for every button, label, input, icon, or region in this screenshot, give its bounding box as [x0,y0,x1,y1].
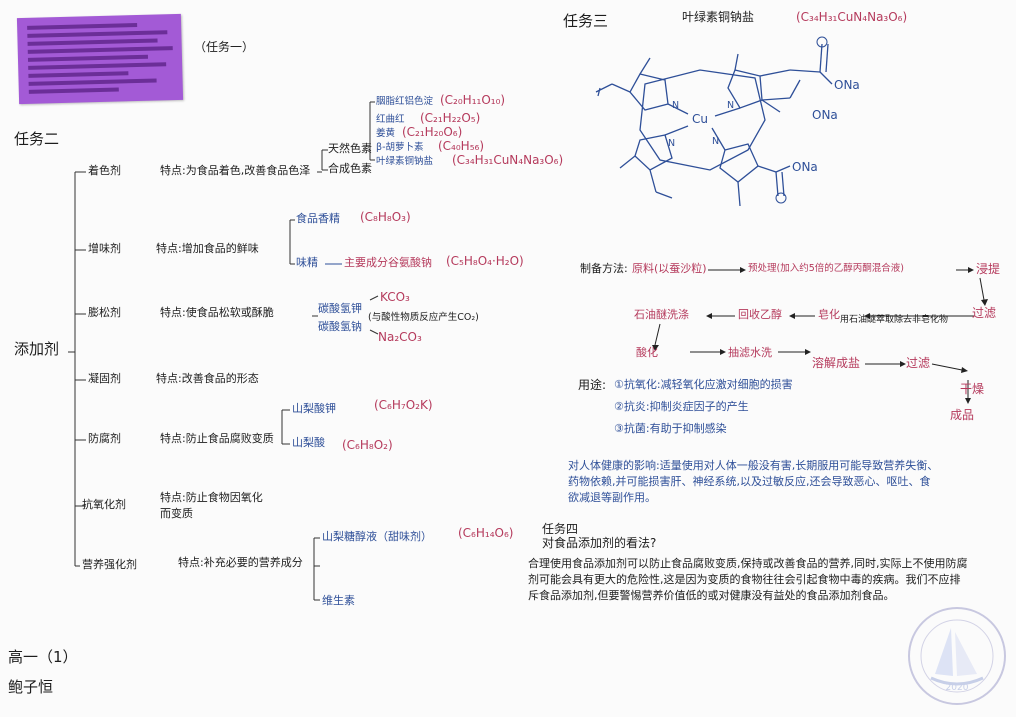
flavor-item-name: 味精 [296,256,318,269]
process-step: 干燥 [960,382,985,396]
task3-compound-formula: (C₃₄H₃₁CuN₄Na₃O₆) [796,10,908,24]
branch-desc: 特点:为食品着色,改善食品色泽 [160,164,311,177]
student-name: 鲍子恒 [8,678,54,696]
task4-answer: 合理使用食品添加剂可以防止食品腐败变质,保持或改善食品的营养,同时,实际上不使用… [528,557,968,602]
branch-name: 膨松剂 [88,306,121,319]
process-step: 过滤 [972,306,997,320]
task3-compound-name: 叶绿素铜钠盐 [682,10,755,24]
ona-label: ONa [812,108,838,122]
process-step: 酸化 [636,346,658,359]
ona-label: ONa [834,78,860,92]
task4-question: 对食品添加剂的看法? [542,536,657,550]
process-step: 皂化 [818,308,840,321]
mindmap-root: 添加剂 [14,340,60,358]
student-class: 高一（1） [8,648,78,666]
branch-desc: 特点:补充必要的营养成分 [178,556,303,569]
branch-name: 着色剂 [88,164,121,177]
leavening-formula: Na₂CO₃ [378,330,422,344]
pigment-name: 姜黄 [376,128,396,139]
process-label: 制备方法: [580,262,628,275]
usage-item: ①抗氧化:减轻氧化应激对细胞的损害 [614,378,793,391]
natural-pigment: 天然色素 [328,142,372,155]
process-step: 成品 [950,408,975,422]
usage-item: ②抗炎:抑制炎症因子的产生 [614,400,749,413]
pigment-name: 胭脂红铝色淀 [376,96,434,107]
task4-heading: 任务四 [542,522,579,536]
branch-desc: 特点:增加食品的鲜味 [156,242,259,255]
process-step: 原料(以蚕沙粒) [632,262,707,275]
branch-desc: 特点:防止食物因氧化而变质 [160,491,263,520]
health-impact: 对人体健康的影响:适量使用对人体一般没有害,长期服用可能导致营养失衡、药物依赖,… [568,459,939,504]
flavor-item-formula: (C₈H₈O₃) [360,210,411,224]
branch-name: 增味剂 [88,242,121,255]
pigment-name: 红曲红 [376,114,405,125]
usage-item: ③抗菌:有助于抑制感染 [614,422,727,435]
branch-name: 防腐剂 [88,432,121,445]
branch-desc: 特点:改善食品的形态 [156,372,259,385]
branch-desc: 特点:防止食品腐败变质 [160,432,274,445]
process-step: 石油醚洗涤 [634,308,689,321]
pigment-formula: (C₂₀H₁₁O₁₀) [440,93,506,107]
branch-name: 抗氧化剂 [82,498,126,511]
nutrition-item-name: 山梨糖醇液（甜味剂） [322,530,432,543]
preservative-item-formula: (C₆H₈O₂) [342,438,393,452]
pigment-formula: (C₂₁H₂₀O₆) [402,125,463,139]
preservative-item-name: 山梨酸钾 [292,402,336,415]
n-atom-label: N [712,136,720,147]
branch-name: 营养强化剂 [82,558,137,571]
process-step: 过滤 [906,356,931,370]
process-step: 浸提 [976,262,1001,276]
leavening-item: 碳酸氢钾 [318,302,362,315]
n-atom-label: N [672,100,680,111]
n-atom-label: N [727,100,735,111]
process-step: 溶解成盐 [812,356,861,370]
leavening-note: (与酸性物质反应产生CO₂) [368,312,479,323]
branch-name: 凝固剂 [88,372,121,385]
school-seal-watermark: 2020 [908,607,1006,705]
synthetic-pigment: 合成色素 [328,162,372,175]
leavening-formula: KCO₃ [380,290,410,304]
process-step: 抽滤水洗 [728,346,772,359]
preservative-item-formula: (C₆H₇O₂K) [374,398,433,412]
preservative-item-name: 山梨酸 [292,436,325,449]
task1-heading: （任务一） [194,40,255,54]
pigment-formula: (C₂₁H₂₂O₅) [420,111,481,125]
ona-label: ONa [792,160,818,174]
flavor-item-name: 食品香精 [296,212,340,225]
seal-year: 2020 [946,683,969,693]
flavor-item-desc: 主要成分谷氨酸钠 [344,256,432,269]
branch-desc: 特点:使食品松软或酥脆 [160,306,274,319]
pigment-formula: (C₄₀H₅₆) [438,139,485,153]
process-step: 回收乙醇 [738,308,782,321]
nutrition-item-name: 维生素 [322,594,355,607]
task2-heading: 任务二 [14,130,60,148]
n-atom-label: N [668,138,676,149]
process-step: 预处理(加入约5倍的乙醇丙酮混合液) [748,263,904,274]
nutrition-item-formula: (C₆H₁₄O₆) [458,526,514,540]
usage-label: 用途: [578,378,607,392]
leavening-item: 碳酸氢钠 [318,320,362,333]
process-note: 用石油醚萃取除去非皂化物 [840,315,949,325]
cu-atom-label: Cu [692,112,708,126]
flavor-item-formula: (C₅H₈O₄·H₂O) [446,254,524,268]
pigment-formula: (C₃₄H₃₁CuN₄Na₃O₆) [452,153,564,167]
pigment-name: 叶绿素铜钠盐 [376,156,434,167]
pigment-name: β-胡萝卜素 [376,142,424,153]
task3-heading: 任务三 [563,12,609,30]
